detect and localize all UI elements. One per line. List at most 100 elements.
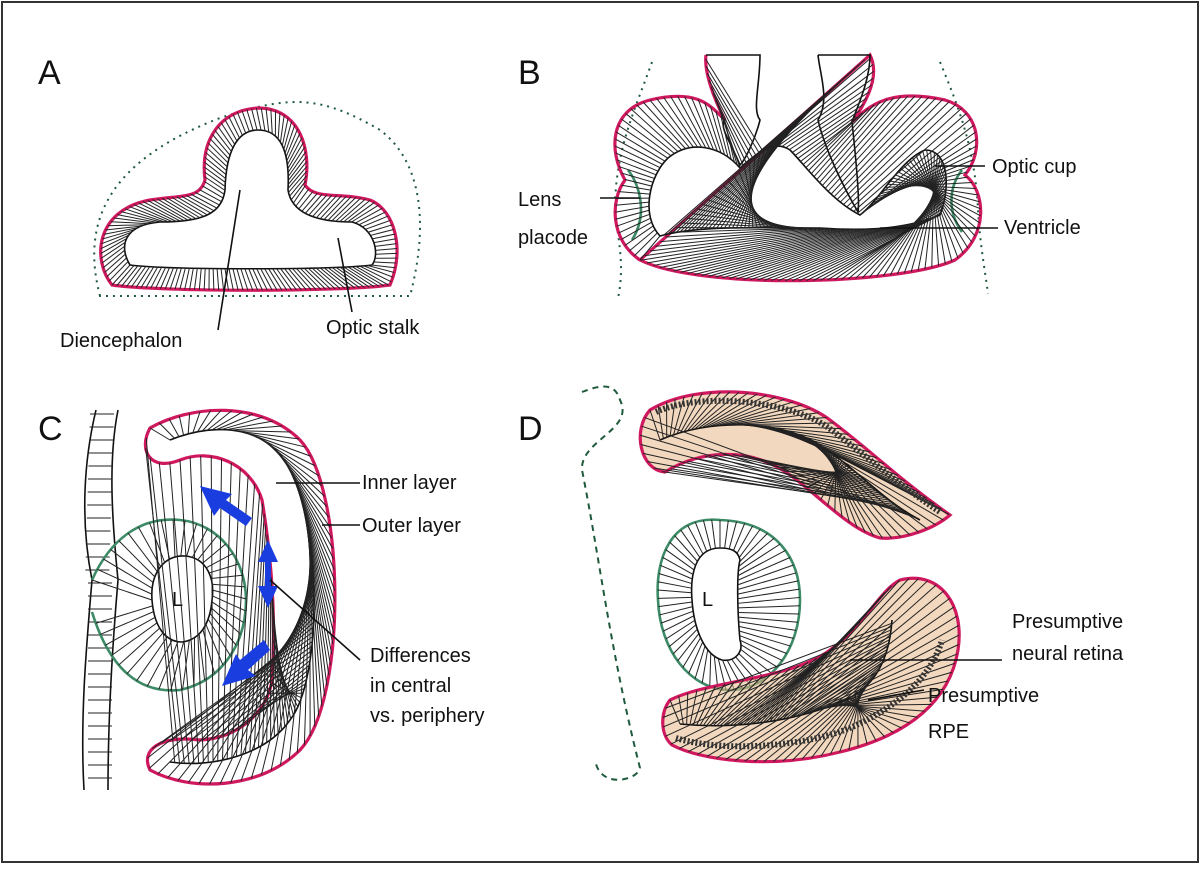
cell-line [658, 597, 692, 598]
lens-label-d: L [702, 589, 713, 611]
label-pnr-2: neural retina [1012, 643, 1124, 665]
cell-line [281, 269, 297, 290]
cell-line [658, 590, 692, 593]
cell-line [229, 117, 240, 138]
cell-line [202, 544, 225, 564]
cell-line [698, 100, 717, 151]
panel-letter-b: B [518, 54, 541, 92]
cell-line [738, 589, 800, 599]
label-optic-stalk: Optic stalk [326, 317, 420, 339]
cell-line [712, 520, 716, 549]
cell-line [170, 463, 194, 763]
cell-line [739, 622, 796, 631]
cell-line [177, 197, 208, 215]
cell-line [146, 438, 175, 763]
cell-line [185, 268, 190, 289]
cell-line [374, 262, 396, 263]
cell-line [206, 153, 227, 171]
cell-line [213, 269, 214, 290]
cell-line [96, 606, 153, 623]
cell-line [615, 139, 662, 164]
cell-line [617, 214, 650, 226]
cell-line [271, 109, 272, 133]
label-differences-1: Differences [370, 645, 471, 667]
cell-line [660, 229, 850, 267]
panel-d: D L Presumptive neural retina Presumptiv… [518, 387, 1124, 780]
cell-line [375, 244, 397, 247]
label-inner-layer: Inner layer [362, 472, 457, 494]
cell-line [221, 269, 224, 291]
cell-line [204, 167, 225, 182]
label-differences-3: vs. periphery [370, 705, 485, 727]
cell-line [103, 250, 125, 268]
cell-line [180, 460, 199, 763]
cell-line [374, 239, 396, 243]
cell-line [619, 192, 650, 194]
leader-optic-stalk [338, 238, 352, 312]
panel-c: C L Inner layer Outer layer Differences … [38, 410, 485, 790]
cell-line [108, 225, 145, 226]
cell-line [738, 613, 799, 615]
leader-diencephalon [218, 190, 240, 330]
cell-line [710, 653, 711, 686]
cell-line [229, 269, 233, 291]
cell-line [296, 268, 316, 289]
cell-line [171, 642, 184, 691]
cell-line [212, 584, 245, 587]
cell-line [376, 253, 397, 254]
cell-line [660, 565, 692, 579]
cell-line [738, 617, 798, 622]
cell-line [738, 581, 799, 594]
cell-line [365, 220, 390, 229]
cell-line [207, 148, 227, 167]
neural-tube-outer [101, 108, 397, 290]
cell-line [616, 202, 650, 205]
cell-line [739, 538, 774, 566]
cell-line [194, 638, 195, 686]
cell-line [278, 113, 280, 139]
label-pnr-1: Presumptive [1012, 611, 1123, 633]
cell-line [101, 242, 125, 258]
cell-line [250, 514, 264, 751]
cell-line [291, 181, 306, 200]
panel-letter-c: C [38, 410, 63, 448]
cell-line [198, 536, 218, 560]
cell-line [137, 637, 168, 681]
cell-line [372, 234, 395, 239]
cell-line [309, 195, 327, 215]
ectoderm-dashed [582, 387, 640, 780]
cell-line [165, 268, 173, 289]
panel-b: B Lens placode Optic cup Ventricle [518, 54, 1081, 298]
cell-line [626, 114, 675, 154]
forebrain-hatching [615, 58, 981, 281]
panel-letter-d: D [518, 410, 543, 448]
cell-line [725, 521, 729, 549]
label-diencephalon: Diencephalon [60, 330, 182, 352]
panel-letter-a: A [38, 54, 61, 92]
label-rpe-2: RPE [928, 721, 969, 743]
cell-line [156, 267, 166, 288]
cell-line [212, 134, 230, 155]
surface-ectoderm-strip [83, 410, 118, 790]
cell-line [217, 269, 219, 291]
label-optic-cup: Optic cup [992, 156, 1076, 178]
cell-line [202, 410, 221, 431]
cell-line [238, 112, 246, 133]
cell-line [150, 428, 170, 440]
cell-line [179, 416, 183, 435]
cell-line [117, 265, 134, 285]
label-outer-layer: Outer layer [362, 515, 461, 537]
cell-line [194, 268, 197, 289]
cell-line [206, 624, 223, 665]
cell-line [714, 656, 717, 689]
panel-a: A Diencephalon Optic stalk [38, 54, 420, 352]
label-placode: placode [518, 227, 588, 249]
cell-line [738, 597, 800, 603]
label-differences-2: in central [370, 675, 451, 697]
cell-line [256, 108, 261, 130]
cell-line [233, 114, 242, 135]
cell-line [208, 143, 228, 163]
cell-line [149, 622, 313, 768]
